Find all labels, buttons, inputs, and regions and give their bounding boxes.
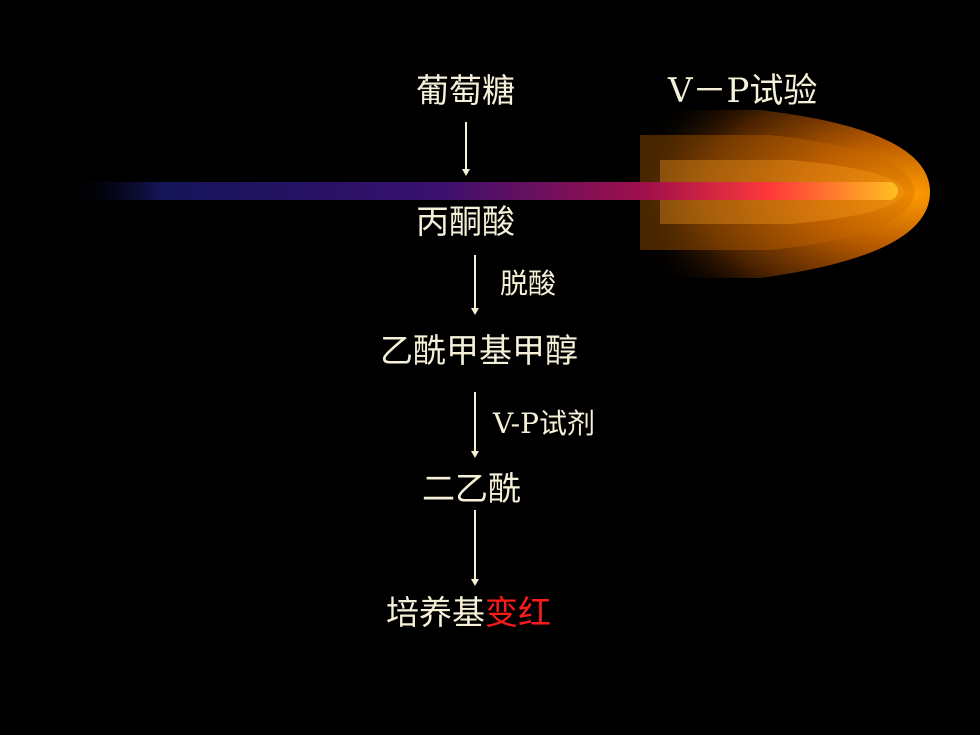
- comet-beam: [60, 182, 898, 200]
- arrow-1: [460, 122, 472, 176]
- step-label-vp-reagent: V-P试剂: [493, 407, 595, 440]
- node-pyruvate: 丙酮酸: [416, 202, 515, 241]
- arrow-4: [469, 510, 481, 586]
- node-glucose: 葡萄糖: [416, 71, 515, 110]
- page-title: V－P试验: [668, 71, 818, 111]
- node-acetoin: 乙酰甲基甲醇: [380, 331, 578, 370]
- result-prefix: 培养基: [386, 593, 485, 632]
- node-diacetyl: 二乙酰: [422, 469, 521, 508]
- node-result: 培养基变红: [386, 596, 551, 629]
- arrow-3: [469, 392, 481, 458]
- step-label-decarboxylation: 脱酸: [500, 267, 557, 300]
- result-highlight: 变红: [485, 593, 551, 632]
- arrow-2: [469, 255, 481, 315]
